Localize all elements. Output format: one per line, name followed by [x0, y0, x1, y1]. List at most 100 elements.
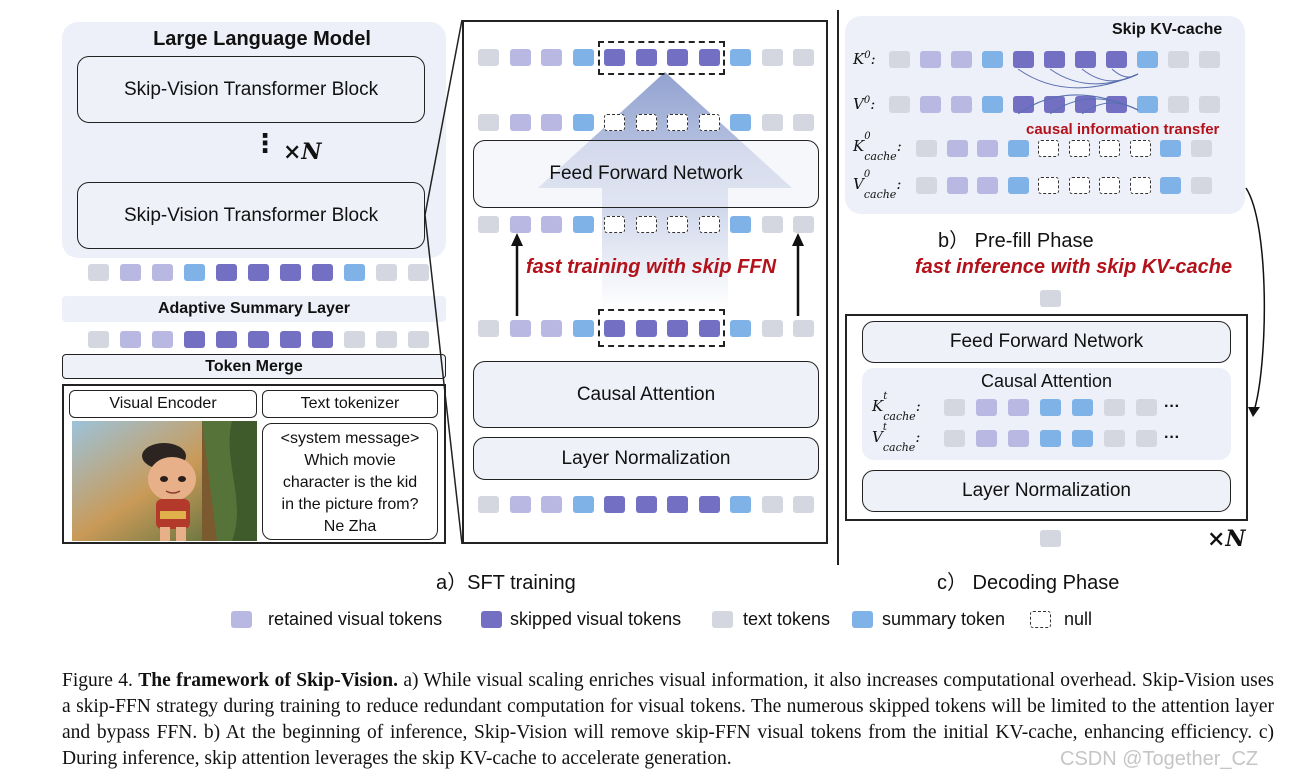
text-token	[761, 496, 783, 513]
adaptive-summary-band	[62, 296, 446, 322]
skipped-token	[312, 331, 333, 348]
legend-retained: retained visual tokens	[268, 609, 443, 629]
text-tokenizer-box: Text tokenizer	[262, 390, 438, 418]
sft-annotation: fast training with skip FFN	[526, 256, 777, 278]
null-token	[1129, 177, 1151, 194]
summary-token	[572, 216, 594, 233]
text-token	[1136, 399, 1157, 416]
null-token	[604, 114, 625, 131]
legend-swatch-retained	[231, 611, 252, 628]
summary-token	[184, 264, 205, 281]
text-token	[408, 331, 429, 348]
text-token	[944, 430, 965, 447]
null-token	[635, 216, 657, 233]
skipped-token	[1075, 51, 1096, 68]
skipped-token	[698, 496, 720, 513]
retained-token	[509, 49, 531, 66]
retained-token	[541, 49, 562, 66]
legend-swatch-skipped	[481, 611, 502, 628]
text-token	[761, 320, 783, 337]
caption-title: The framework of Skip-Vision.	[138, 670, 398, 691]
null-token	[1038, 177, 1059, 194]
retained-token	[541, 496, 562, 513]
text-token	[761, 49, 783, 66]
text-token	[408, 264, 429, 281]
text-line-4: in the picture from?	[281, 496, 419, 513]
input-image	[72, 421, 257, 541]
text-token	[793, 114, 814, 131]
retained-token	[509, 114, 531, 131]
skipped-token	[184, 331, 205, 348]
summary-token	[572, 114, 594, 131]
sft-causal-attention-box: Causal Attention	[473, 361, 819, 428]
null-token	[604, 216, 625, 233]
k0-label: K0:	[853, 50, 876, 68]
summary-token	[1007, 177, 1029, 194]
retained-token	[951, 96, 972, 113]
skipped-token	[216, 331, 237, 348]
caption-label: Figure 4.	[62, 670, 133, 691]
causal-transfer-label: causal information transfer	[1026, 121, 1220, 138]
text-token	[761, 114, 783, 131]
text-token	[88, 264, 109, 281]
text-line-5: Ne Zha	[323, 518, 377, 535]
skipped-token	[698, 320, 720, 337]
text-token	[1136, 430, 1157, 447]
skipped-token	[280, 331, 301, 348]
summary-token	[730, 216, 751, 233]
retained-token	[977, 140, 998, 157]
text-token	[793, 320, 814, 337]
repeat-n-label: ×N	[283, 139, 322, 165]
skipped-token	[667, 49, 688, 66]
null-token	[1068, 177, 1090, 194]
summary-token	[730, 320, 751, 337]
summary-token	[730, 496, 751, 513]
summary-token	[1160, 177, 1181, 194]
decode-layer-norm-box: Layer Normalization	[862, 470, 1231, 512]
legend-swatch-text	[712, 611, 733, 628]
decoding-annotation: fast inference with skip KV-cache	[915, 256, 1233, 278]
skipped-token	[1106, 51, 1127, 68]
text-token	[1104, 430, 1125, 447]
figure-caption: Figure 4. The framework of Skip-Vision. …	[62, 668, 1274, 772]
skipped-token	[1044, 51, 1065, 68]
text-prompt-box: <system message> Which movie character i…	[262, 423, 438, 540]
skipped-token	[1013, 96, 1034, 113]
skipped-token	[312, 264, 333, 281]
null-token	[698, 114, 720, 131]
summary-token	[1040, 430, 1061, 447]
caption-body: a) While visual scaling enriches visual …	[62, 670, 1275, 769]
text-token	[1104, 399, 1125, 416]
summary-token	[1160, 140, 1181, 157]
summary-token	[1137, 51, 1158, 68]
prefill-caption: b） Pre-fill Phase	[938, 230, 1094, 252]
retained-token	[541, 216, 562, 233]
skipped-token	[604, 320, 625, 337]
summary-token	[572, 496, 594, 513]
skipped-token	[604, 496, 625, 513]
dashed-group-bottom	[598, 309, 725, 347]
transformer-block-top: Skip-Vision Transformer Block	[77, 56, 425, 123]
text-token	[916, 140, 937, 157]
decode-ffn-box: Feed Forward Network	[862, 321, 1231, 363]
vt-cache-dots: ···	[1164, 429, 1180, 446]
summary-token	[730, 49, 751, 66]
summary-token	[1040, 399, 1061, 416]
text-token	[1190, 140, 1212, 157]
retained-token	[920, 51, 941, 68]
token-merge-box	[62, 354, 446, 379]
skipped-token	[248, 264, 269, 281]
legend-swatch-null	[1030, 611, 1051, 628]
skipped-token	[635, 320, 657, 337]
kt-cache-dots: ···	[1164, 398, 1180, 415]
dashed-group-top	[598, 41, 725, 75]
retained-token	[120, 264, 141, 281]
null-token	[1038, 140, 1059, 157]
text-token	[761, 216, 783, 233]
sft-caption: a）SFT training	[436, 572, 576, 594]
summary-token	[572, 320, 594, 337]
text-token	[88, 331, 109, 348]
retained-token	[509, 216, 531, 233]
